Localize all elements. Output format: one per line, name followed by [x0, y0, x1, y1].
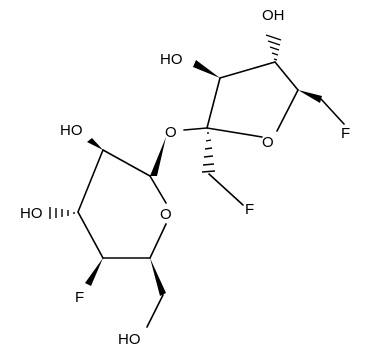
wedge-bond-c5-ch2	[298, 90, 322, 103]
bond-oring-c5-pyranose	[149, 223, 167, 259]
hash-bond-c3-ho	[49, 207, 75, 219]
label-f-left: F	[75, 289, 84, 306]
wedge-bond-c3-ho	[193, 60, 220, 78]
bond-c3-c4-furanose	[219, 61, 276, 79]
bond-c2-oglyc	[183, 127, 208, 131]
wedge-bond-c5-ch2	[150, 258, 166, 296]
label-ho-top: HO	[160, 51, 183, 68]
bond-c1-c2-pyranose	[102, 149, 151, 177]
bond-ch2-f-middle	[208, 173, 244, 206]
bond-c3-c2-pyranose	[77, 149, 104, 213]
label-f-right: F	[341, 125, 350, 142]
label-o-ring-furanose: O	[262, 134, 274, 151]
label-ho-bottom: HO	[118, 331, 141, 348]
label-oh-top-right: OH	[262, 7, 285, 24]
bond-c5-oring-furanose	[276, 89, 299, 132]
label-o-glycosidic: O	[165, 124, 177, 141]
label-ho-left-upper: HO	[60, 122, 83, 139]
bond-c4-c3-pyranose	[77, 211, 104, 259]
bond-c1-oring-pyranose	[149, 175, 167, 204]
bond-ch2-f-right	[320, 98, 345, 125]
hash-bond-c2-ch2	[201, 132, 216, 173]
wedge-bond-c2-ho	[87, 138, 103, 150]
wedge-bond-oglyc-c1	[150, 137, 166, 176]
bond-c4-c5-furanose	[274, 61, 299, 91]
wedge-bond-c4-f	[85, 258, 103, 286]
bond-ch2-ho-bottom	[146, 294, 164, 328]
hash-bond-c4-oh	[265, 34, 282, 61]
label-o-ring-pyranose: O	[160, 206, 172, 223]
label-ho-left-lower: HO	[20, 205, 43, 222]
bond-c2-c3-furanose	[206, 77, 221, 129]
bond-oring-c2-furanose	[206, 127, 263, 138]
label-f-middle: F	[245, 201, 254, 218]
